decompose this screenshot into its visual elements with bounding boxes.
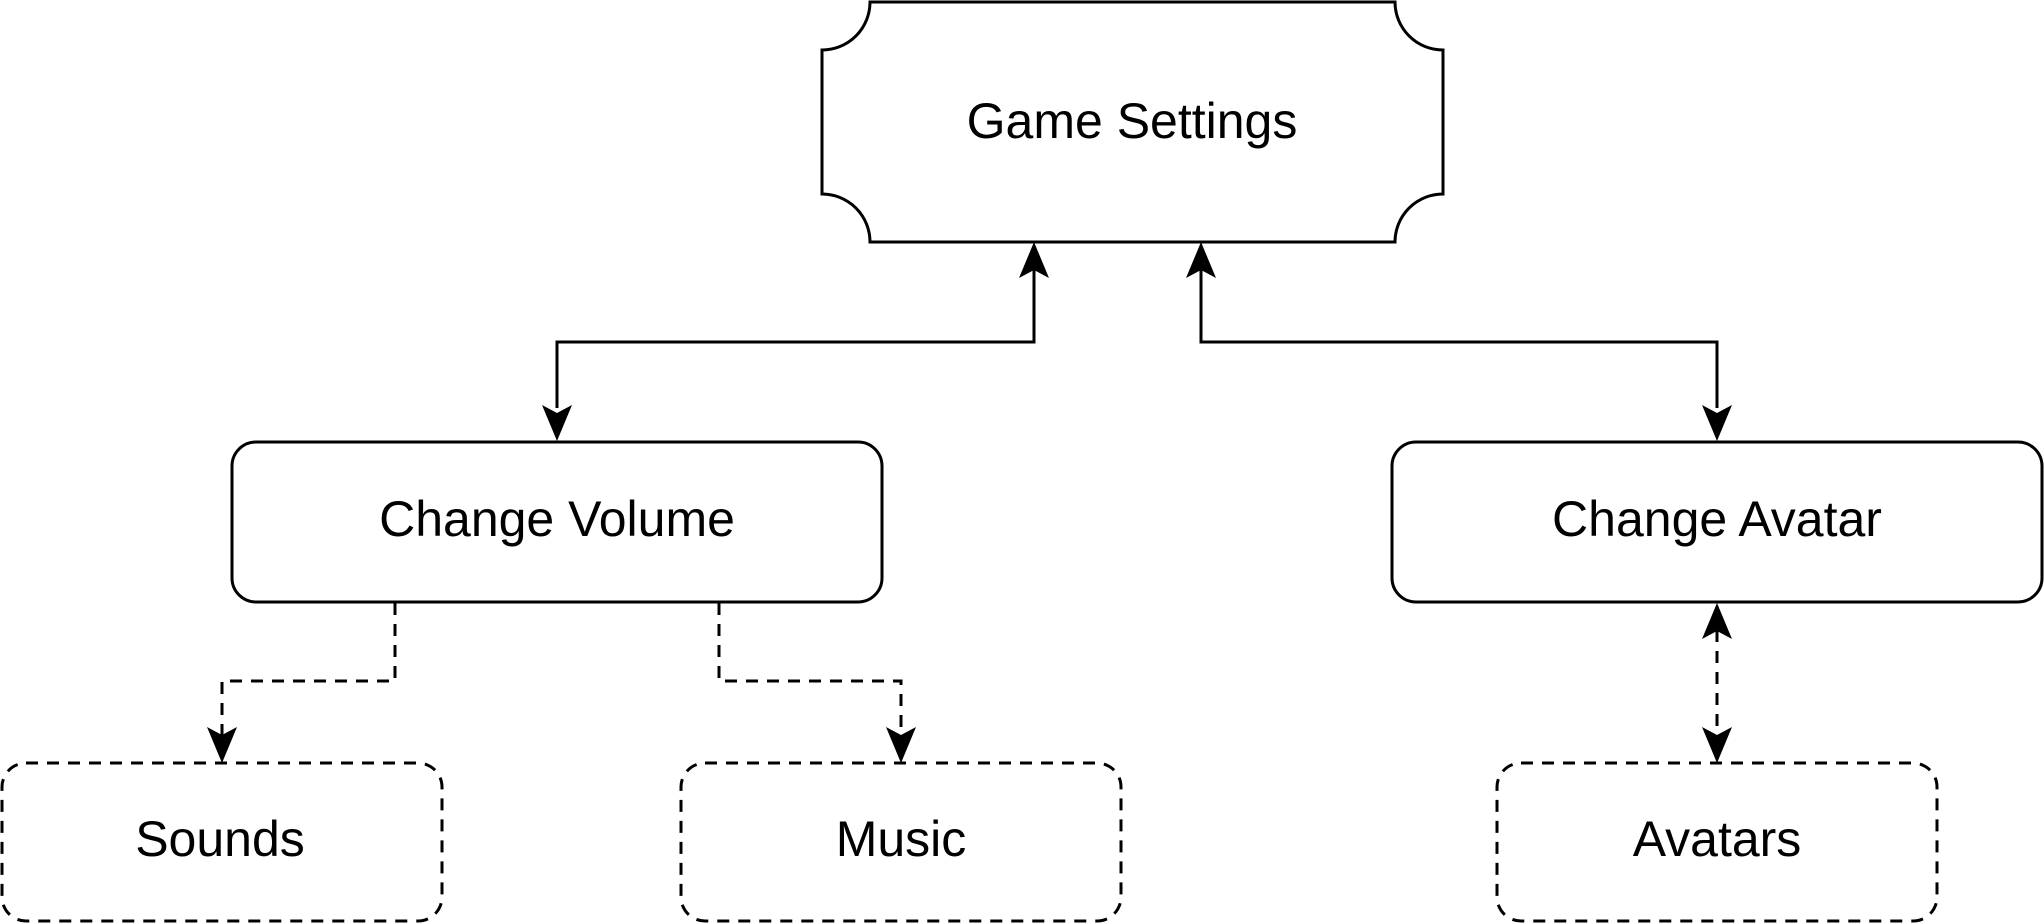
arrowhead-to-avatars	[1702, 727, 1732, 763]
arrowhead-to-music	[886, 727, 916, 763]
game-settings-label: Game Settings	[967, 93, 1298, 149]
connector-volume-music	[717, 603, 903, 740]
sounds-box	[0, 761, 444, 923]
arrowhead-to-game-settings-right	[1186, 242, 1216, 278]
dashed-connectors	[220, 603, 1719, 740]
avatars-label: Avatars	[1633, 811, 1802, 867]
node-change-avatar: Change Avatar	[1390, 440, 2044, 604]
music-box	[679, 761, 1123, 923]
solid-connectors	[542, 242, 1732, 441]
change-avatar-box	[1390, 440, 2044, 604]
game-settings-plaque-shape	[820, 0, 1445, 244]
connector-settings-volume	[555, 268, 1036, 408]
change-avatar-label: Change Avatar	[1552, 491, 1882, 547]
dashed-arrowheads	[207, 603, 1732, 763]
connector-volume-sounds	[220, 603, 397, 740]
arrowhead-to-change-volume	[542, 405, 572, 441]
arrowhead-to-sounds	[207, 727, 237, 763]
node-game-settings: Game Settings	[820, 0, 1445, 244]
node-sounds: Sounds	[0, 761, 444, 923]
sounds-label: Sounds	[135, 811, 305, 867]
arrowhead-to-change-avatar	[1702, 405, 1732, 441]
arrowhead-to-game-settings-left	[1019, 242, 1049, 278]
connector-settings-avatar	[1199, 268, 1719, 408]
change-volume-box	[230, 440, 884, 604]
music-label: Music	[836, 811, 967, 867]
avatars-box	[1495, 761, 1939, 923]
node-music: Music	[679, 761, 1123, 923]
node-change-volume: Change Volume	[230, 440, 884, 604]
node-avatars: Avatars	[1495, 761, 1939, 923]
arrowhead-to-change-avatar-from-avatars	[1702, 603, 1732, 639]
change-volume-label: Change Volume	[379, 491, 735, 547]
